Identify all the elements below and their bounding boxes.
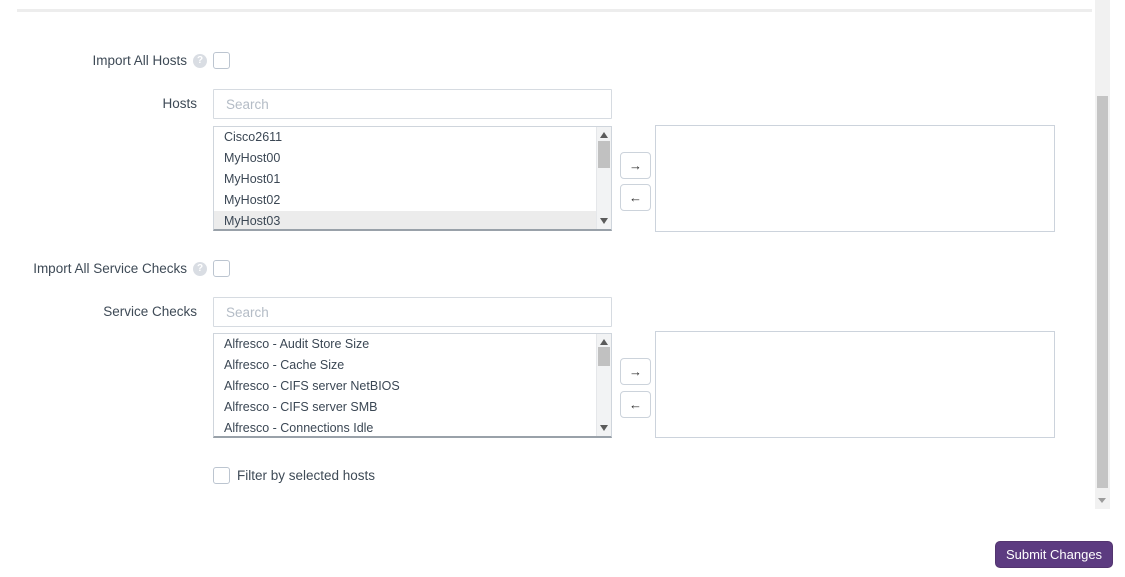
scroll-down-icon[interactable] [600,218,608,224]
hosts-search-input[interactable] [213,89,612,119]
filter-by-selected-hosts-label: Filter by selected hosts [237,468,376,483]
import-all-service-checks-row: Import All Service Checks ? [0,260,207,277]
import-all-hosts-checkbox[interactable] [213,52,230,69]
scroll-up-icon[interactable] [600,132,608,138]
hosts-selected-listbox[interactable] [655,125,1055,232]
import-all-service-checks-checkbox[interactable] [213,260,230,277]
service-checks-field-label: Service Checks [103,304,197,319]
import-all-hosts-label: Import All Hosts [92,53,187,68]
help-icon[interactable]: ? [193,53,207,68]
arrow-left-icon: ← [629,190,642,205]
service-checks-list-scrollbar-thumb[interactable] [598,347,610,366]
hosts-list-scrollbar[interactable] [596,127,611,229]
list-item[interactable]: Alfresco - CIFS server SMB [224,400,378,414]
list-item[interactable]: Cisco2611 [224,130,283,144]
page-scrollbar-thumb[interactable] [1097,96,1108,488]
list-item[interactable]: Alfresco - Cache Size [224,358,345,372]
list-item[interactable]: MyHost03 [214,211,596,229]
list-item[interactable]: MyHost00 [224,151,281,165]
list-item[interactable]: Alfresco - Connections Idle [224,421,374,435]
top-divider [17,9,1092,12]
arrow-left-icon: ← [629,397,642,412]
scroll-down-icon[interactable] [1098,498,1106,503]
help-icon[interactable]: ? [193,261,207,276]
service-checks-move-right-button[interactable]: → [620,358,651,385]
service-checks-list-scrollbar[interactable] [596,334,611,436]
import-all-hosts-row: Import All Hosts ? [0,52,207,69]
import-all-service-checks-label: Import All Service Checks [33,261,187,276]
list-item[interactable]: Alfresco - Audit Store Size [224,337,370,351]
page-scrollbar[interactable] [1095,0,1110,509]
hosts-list-scrollbar-thumb[interactable] [598,141,610,168]
hosts-move-right-button[interactable]: → [620,152,651,179]
scroll-down-icon[interactable] [600,425,608,431]
scroll-up-icon[interactable] [600,339,608,345]
hosts-field-label: Hosts [162,96,197,111]
filter-by-selected-hosts-checkbox[interactable] [213,467,230,484]
list-item[interactable]: Alfresco - CIFS server NetBIOS [224,379,400,393]
service-checks-move-left-button[interactable]: ← [620,391,651,418]
list-item[interactable]: MyHost02 [224,193,281,207]
arrow-right-icon: → [629,364,642,379]
service-checks-selected-listbox[interactable] [655,331,1055,438]
arrow-right-icon: → [629,158,642,173]
service-checks-search-input[interactable] [213,297,612,327]
submit-changes-button[interactable]: Submit Changes [995,541,1113,568]
hosts-move-left-button[interactable]: ← [620,184,651,211]
list-item[interactable]: MyHost01 [224,172,281,186]
